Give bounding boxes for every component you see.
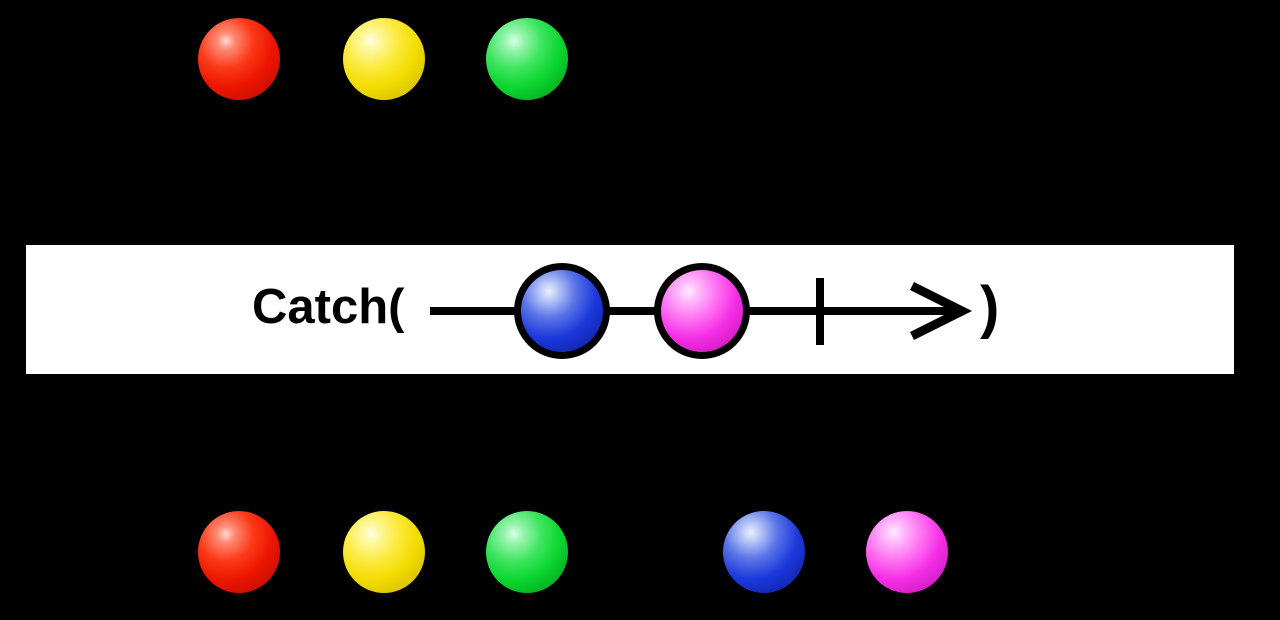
closing-paren-label: ) (980, 275, 1000, 340)
marble-yellow-source (343, 18, 425, 100)
marble-red-source (198, 18, 280, 100)
marble-red-result (198, 511, 280, 593)
operator-timeline (430, 278, 973, 345)
marble-magenta-result (866, 511, 948, 593)
operator-panel: Catch( ) (26, 245, 1234, 374)
marble-green-result (486, 511, 568, 593)
marble-yellow-result (343, 511, 425, 593)
marble-green-source (486, 18, 568, 100)
operator-label: Catch( (252, 280, 405, 334)
marble-blue-result (723, 511, 805, 593)
marble-magenta-operator (654, 263, 750, 359)
arrow-head-icon (909, 281, 973, 341)
marble-blue-operator (514, 263, 610, 359)
